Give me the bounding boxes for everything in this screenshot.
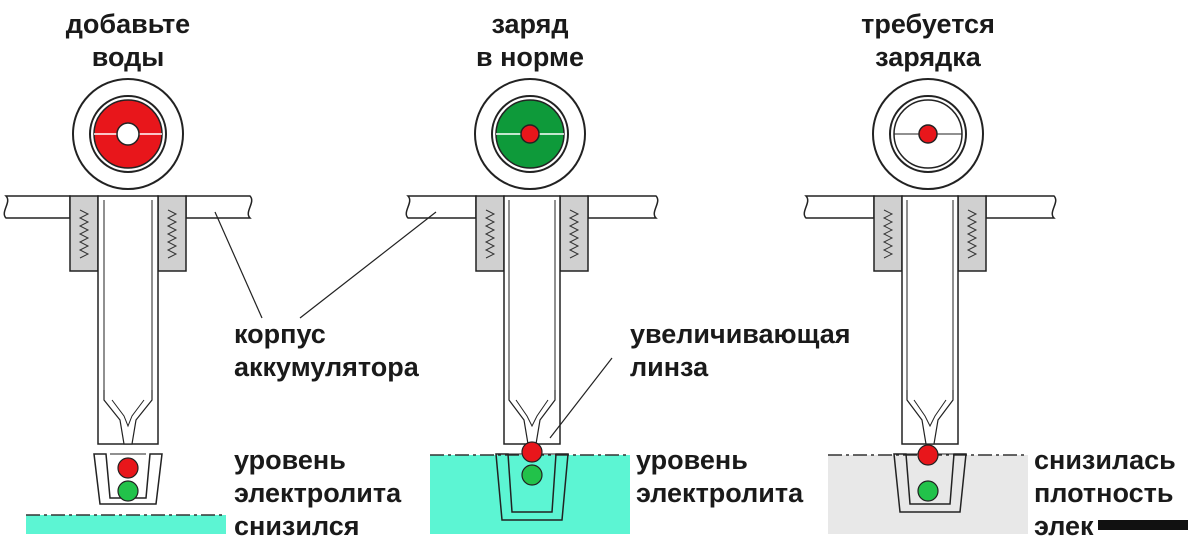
hydrometer-tube: [97, 195, 159, 445]
panel3-level-line1: снизилась: [1034, 445, 1176, 475]
lens-label: увеличивающая линза: [630, 318, 851, 384]
panel2-title-line2: в норме: [475, 42, 585, 72]
battery-cover: [3, 195, 253, 219]
indicator-eye: [872, 78, 984, 190]
hydrometer-tube: [503, 195, 561, 445]
panel1-level-line2: электролита: [234, 478, 402, 508]
lens-label-line2: линза: [630, 352, 709, 382]
leader-lines: [214, 211, 613, 439]
battery-cover: [803, 195, 1057, 219]
panel1-title-line2: воды: [91, 42, 165, 72]
panel-add-water: [3, 78, 253, 534]
red-ball: [521, 441, 543, 463]
housing-label-line1: корпус: [234, 319, 326, 349]
panel1-title: добавьте воды: [38, 8, 218, 74]
hydrometer-tube: [901, 195, 959, 445]
panel2-title: заряд в норме: [440, 8, 620, 74]
red-ball: [117, 457, 139, 479]
panel2-level-line1: уровень: [636, 445, 748, 475]
panel3-level-line3: элек: [1034, 511, 1094, 541]
panel1-level-line1: уровень: [234, 445, 346, 475]
panel-needs-charging: [803, 78, 1188, 534]
panel2-title-line1: заряд: [491, 9, 569, 39]
panel1-level-label: уровень электролита снизился: [234, 444, 401, 543]
panel3-level-label: снизилась плотность элек: [1034, 444, 1176, 543]
panel3-level-line2: плотность: [1034, 478, 1174, 508]
panel2-level-line2: электролита: [636, 478, 804, 508]
housing-label-line2: аккумулятора: [234, 352, 419, 382]
cover-bar: [1098, 520, 1188, 530]
panel1-level-line3: снизился: [234, 511, 360, 541]
housing-label: корпус аккумулятора: [234, 318, 419, 384]
battery-cover: [405, 195, 659, 219]
panel2-level-label: уровень электролита: [636, 444, 803, 510]
electrolyte-level-low: [26, 515, 226, 534]
indicator-eye: [72, 78, 184, 190]
green-ball: [521, 464, 543, 486]
lens-label-line1: увеличивающая: [630, 319, 851, 349]
panel3-title-line2: зарядка: [875, 42, 981, 72]
red-ball: [917, 444, 939, 466]
green-ball: [917, 480, 939, 502]
panel-charge-ok: [405, 78, 659, 534]
panel3-title-line1: требуется: [861, 9, 995, 39]
ball-cage: [93, 453, 163, 505]
indicator-eye: [474, 78, 586, 190]
panel3-title: требуется зарядка: [828, 8, 1028, 74]
panel1-title-line1: добавьте: [65, 9, 191, 39]
green-ball: [117, 480, 139, 502]
